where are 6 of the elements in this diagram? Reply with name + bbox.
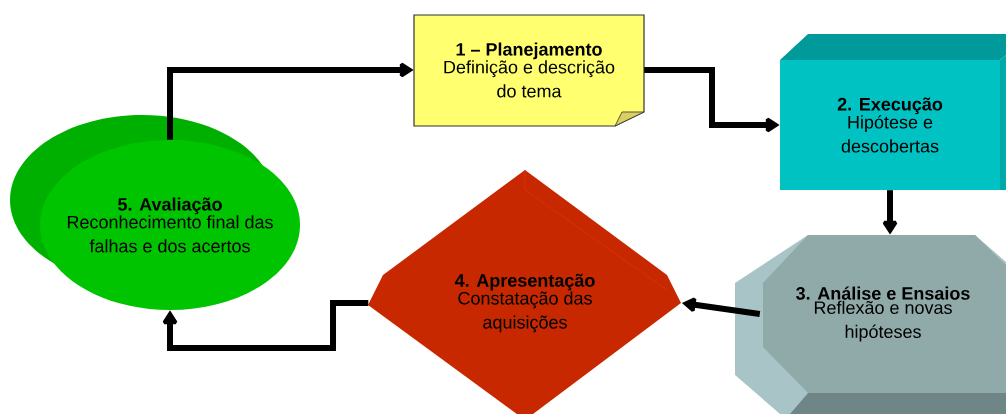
arrow xyxy=(162,300,369,351)
block-box: 2. Execução Hipótese e descobertas xyxy=(780,34,1006,190)
octagon-box: 3. Análise e Ensaios Reflexão e novas hipóteses xyxy=(735,235,1006,414)
diamond-box: 4. Apresentação Constatação das aquisições xyxy=(368,169,681,414)
note-box: 1 – Planejamento Definição e descrição do tema xyxy=(413,14,645,127)
ellipse-box: 5. Avaliação Reconhecimento final das falhas e dos acertos xyxy=(10,115,300,310)
